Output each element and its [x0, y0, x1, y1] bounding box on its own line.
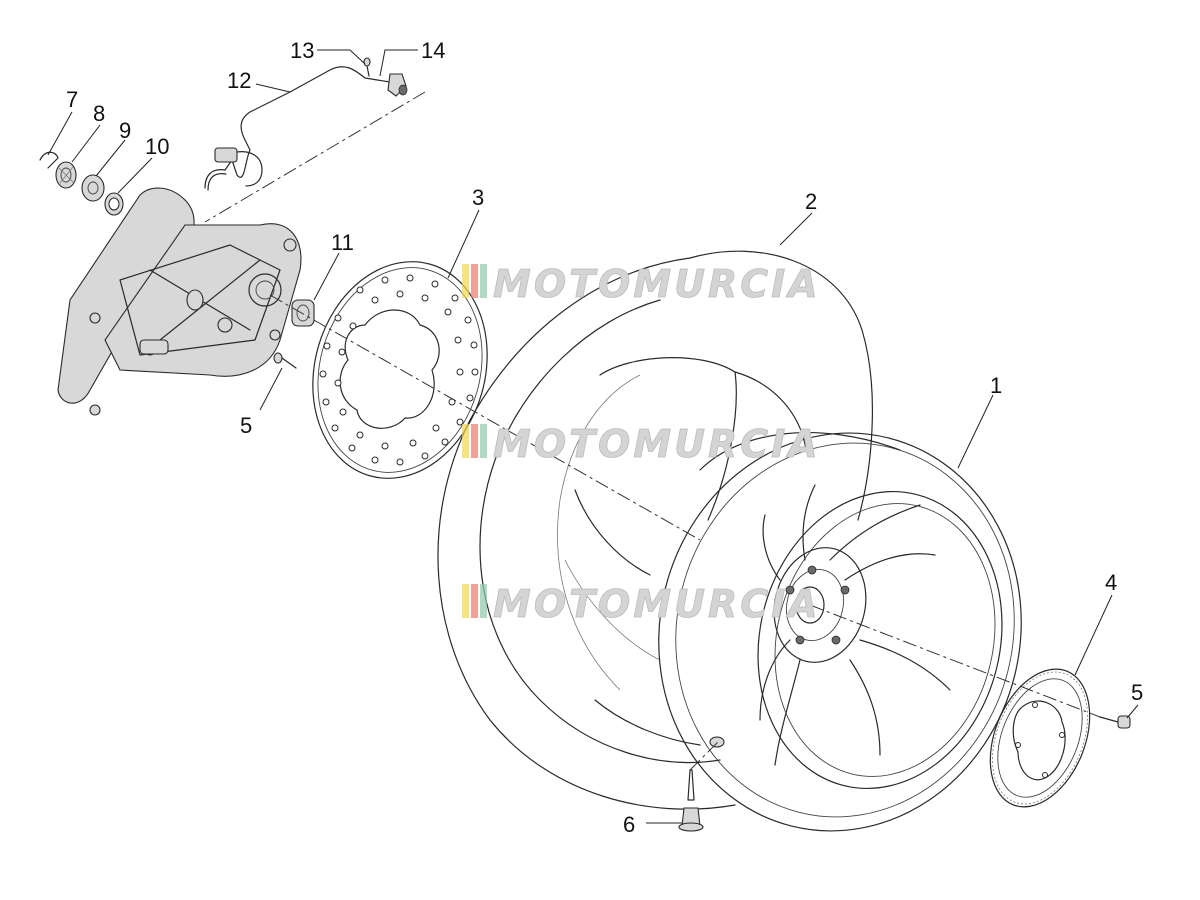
- seal-ring: [104, 192, 124, 216]
- caliper-bracket: [57, 187, 302, 416]
- watermark-stripe-red: [471, 264, 478, 298]
- retaining-clip: [39, 151, 59, 169]
- abs-tone-ring: [989, 668, 1091, 808]
- callout-8: 8: [93, 101, 105, 126]
- watermark-text: MOTOMURCIA: [493, 582, 821, 626]
- rear-wheel-rim: [658, 431, 1022, 832]
- callout-12: 12: [227, 68, 251, 93]
- callout-3: 3: [472, 185, 484, 210]
- watermark-stripe-yellow: [462, 584, 469, 618]
- watermark-stripe-green: [480, 264, 487, 298]
- watermark-stripe-green: [480, 424, 487, 458]
- callout-10: 10: [145, 134, 169, 159]
- bushing: [291, 299, 315, 327]
- callout-5-right: 5: [1131, 680, 1143, 705]
- watermark-text: MOTOMURCIA: [493, 262, 821, 306]
- rear-tire: [437, 250, 873, 810]
- callout-14: 14: [421, 38, 445, 63]
- assembly-axis: [204, 91, 1101, 771]
- sensor-screw: [363, 57, 371, 77]
- brake-disc: [312, 261, 488, 479]
- callout-2: 2: [805, 189, 817, 214]
- abs-sensor: [387, 73, 408, 97]
- watermark-stripe-yellow: [462, 424, 469, 458]
- tire-valve: [678, 769, 704, 832]
- callout-9: 9: [119, 118, 131, 143]
- disc-bolt: [273, 352, 297, 369]
- tone-ring-bolt: [1099, 715, 1131, 729]
- watermark-middle: MOTOMURCIA: [462, 422, 821, 466]
- watermark-stripe-yellow: [462, 264, 469, 298]
- callout-6: 6: [623, 812, 635, 837]
- callout-13: 13: [290, 38, 314, 63]
- watermark-stripe-green: [480, 584, 487, 618]
- watermark-text: MOTOMURCIA: [493, 422, 821, 466]
- callout-1: 1: [990, 373, 1002, 398]
- watermark-bottom: MOTOMURCIA: [462, 582, 821, 626]
- leader-lines: [47, 49, 1139, 824]
- watermark-stripe-red: [471, 424, 478, 458]
- callout-4: 4: [1105, 570, 1117, 595]
- axle-nut: [55, 161, 77, 189]
- callout-5-left: 5: [240, 413, 252, 438]
- disc-vent-holes: [319, 274, 479, 466]
- spacer: [81, 174, 105, 202]
- watermark-stripe-red: [471, 584, 478, 618]
- abs-sensor-cable: [204, 66, 391, 191]
- callout-7: 7: [66, 87, 78, 112]
- watermark-top: MOTOMURCIA: [462, 262, 821, 306]
- callout-11: 11: [331, 230, 354, 255]
- callout-labels: 1 2 3 4 5 5 6 7 8 9 10 11 12 13 14: [66, 38, 1143, 837]
